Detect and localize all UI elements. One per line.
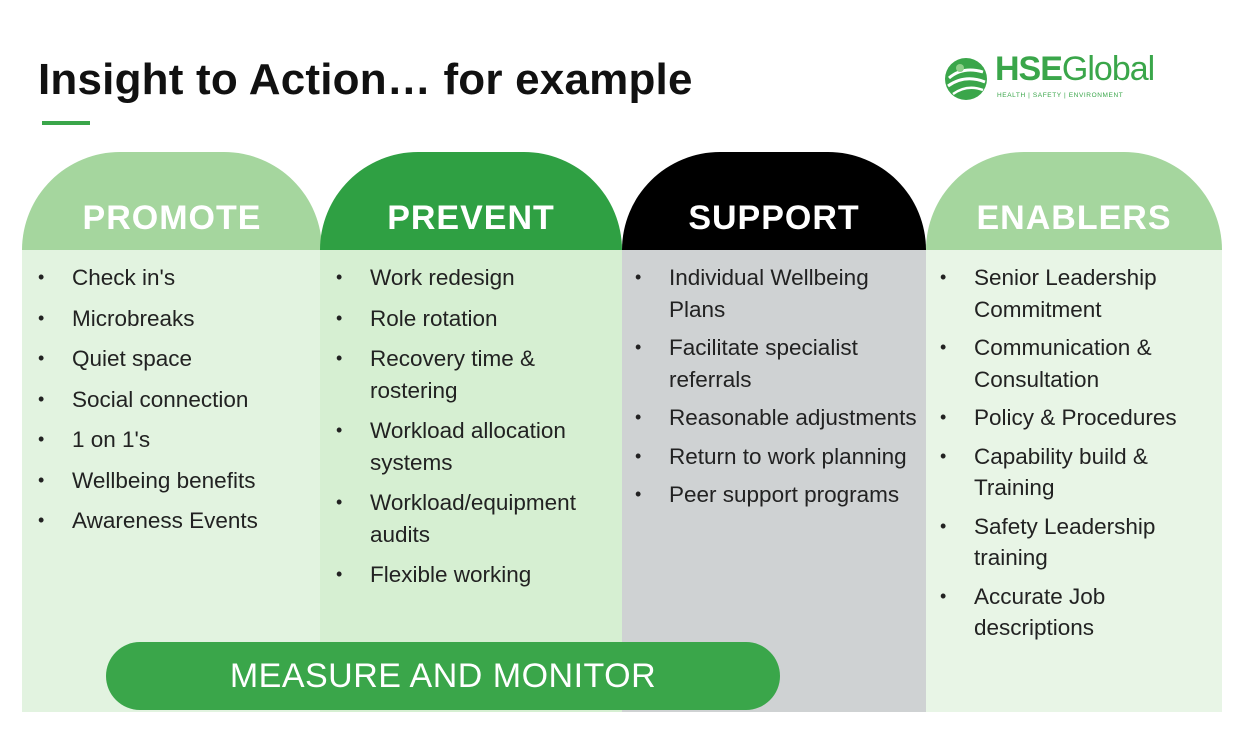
page-title: Insight to Action… for example <box>38 55 693 104</box>
promote-heading: PROMOTE <box>22 152 322 250</box>
list-item: Accurate Job descriptions <box>940 581 1222 644</box>
list-item: Senior Leadership Commitment <box>940 262 1222 325</box>
list-item: Capability build & Training <box>940 441 1222 504</box>
list-item: Recovery time & rostering <box>336 343 622 406</box>
support-list: Individual Wellbeing Plans Facilitate sp… <box>635 262 925 513</box>
list-item: Microbreaks <box>38 303 322 335</box>
list-item: Role rotation <box>336 303 622 335</box>
list-item: Facilitate specialist referrals <box>635 332 925 395</box>
measure-and-monitor-banner: MEASURE AND MONITOR <box>106 642 780 710</box>
support-heading: SUPPORT <box>622 152 926 250</box>
list-item: Wellbeing benefits <box>38 465 322 497</box>
list-item: Social connection <box>38 384 322 416</box>
enablers-heading: ENABLERS <box>926 152 1222 250</box>
enablers-list: Senior Leadership Commitment Communicati… <box>940 262 1222 646</box>
prevent-list: Work redesign Role rotation Recovery tim… <box>336 262 622 593</box>
list-item: Return to work planning <box>635 441 925 473</box>
list-item: Workload/equipment audits <box>336 487 622 550</box>
list-item: Communication & Consultation <box>940 332 1222 395</box>
hse-global-logo: HSEGlobal HEALTH | SAFETY | ENVIRONMENT <box>943 50 1173 108</box>
prevent-heading: PREVENT <box>320 152 622 250</box>
list-item: Policy & Procedures <box>940 402 1222 434</box>
list-item: Check in's <box>38 262 322 294</box>
globe-icon <box>945 58 987 100</box>
list-item: 1 on 1's <box>38 424 322 456</box>
list-item: Safety Leadership training <box>940 511 1222 574</box>
list-item: Workload allocation systems <box>336 415 622 478</box>
list-item: Reasonable adjustments <box>635 402 925 434</box>
list-item: Awareness Events <box>38 505 322 537</box>
list-item: Flexible working <box>336 559 622 591</box>
logo-wordmark: HSEGlobal <box>995 50 1155 88</box>
list-item: Work redesign <box>336 262 622 294</box>
promote-list: Check in's Microbreaks Quiet space Socia… <box>38 262 322 546</box>
title-underline <box>42 121 90 125</box>
list-item: Quiet space <box>38 343 322 375</box>
logo-tagline: HEALTH | SAFETY | ENVIRONMENT <box>997 92 1124 99</box>
list-item: Individual Wellbeing Plans <box>635 262 925 325</box>
list-item: Peer support programs <box>635 479 925 511</box>
